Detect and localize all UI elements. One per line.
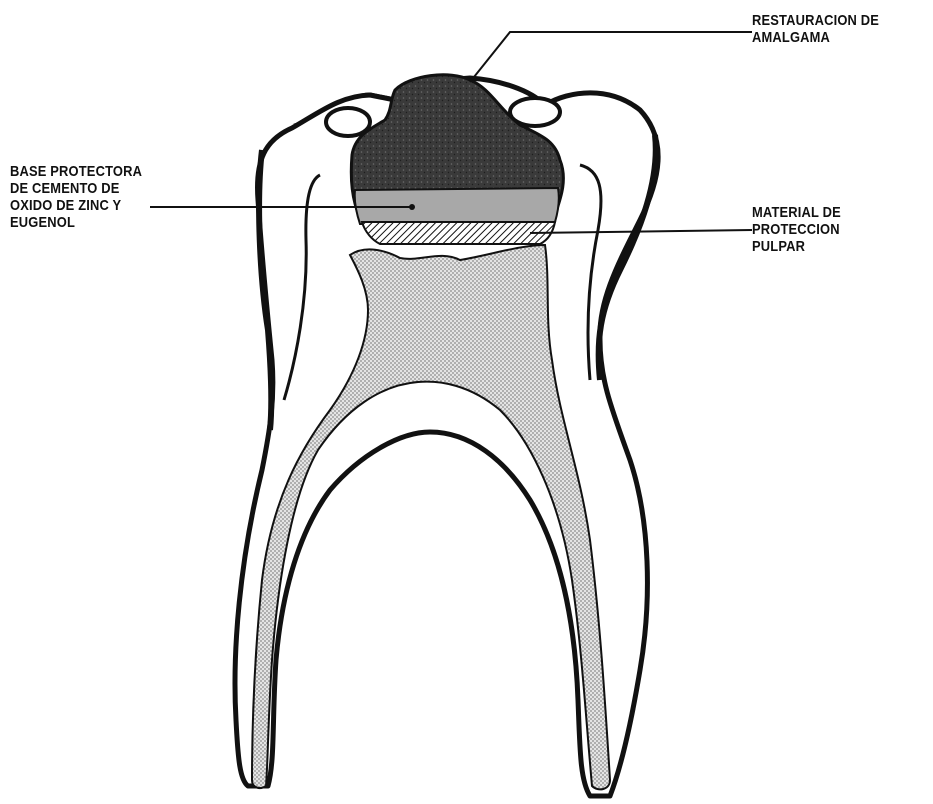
label-base-line1: BASE PROTECTORA [10, 163, 142, 180]
label-restauracion-line1: RESTAURACION DE [752, 12, 879, 29]
label-base-line3: OXIDO DE ZINC Y [10, 197, 142, 214]
label-material-line2: PROTECCION [752, 221, 841, 238]
label-restauracion-line2: AMALGAMA [752, 29, 879, 46]
label-base-line4: EUGENOL [10, 214, 142, 231]
cusp-left [326, 108, 370, 136]
label-restauracion: RESTAURACION DE AMALGAMA [752, 12, 879, 46]
pulp-liner [362, 222, 555, 244]
label-base: BASE PROTECTORA DE CEMENTO DE OXIDO DE Z… [10, 163, 142, 231]
label-material: MATERIAL DE PROTECCION PULPAR [752, 204, 841, 255]
label-base-line2: DE CEMENTO DE [10, 180, 142, 197]
label-material-line1: MATERIAL DE [752, 204, 841, 221]
leader-base-dot [409, 204, 415, 210]
leader-restauracion [470, 32, 752, 82]
label-material-line3: PULPAR [752, 238, 841, 255]
